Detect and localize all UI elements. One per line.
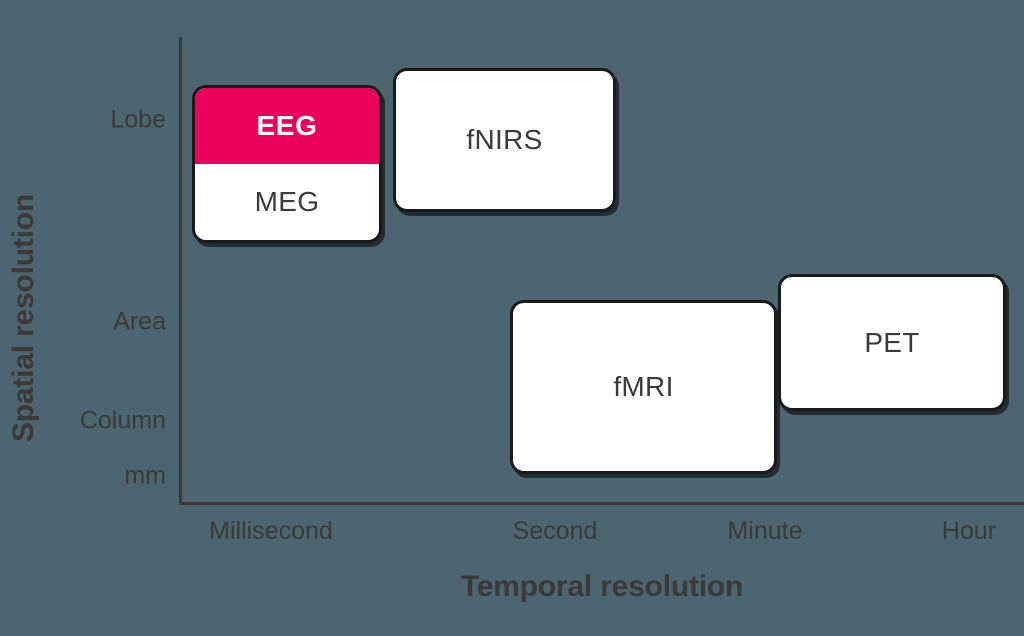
modality-box-fnirs[interactable]: fNIRS bbox=[393, 68, 616, 212]
modality-box-pet[interactable]: PET bbox=[778, 274, 1006, 411]
y-tick-mm: mm bbox=[124, 461, 166, 490]
y-axis-title: Spatial resolution bbox=[0, 0, 48, 636]
y-axis-line bbox=[179, 37, 182, 505]
modality-box-fmri[interactable]: fMRI bbox=[510, 300, 777, 474]
x-tick-hour: Hour bbox=[941, 517, 997, 545]
x-tick-second: Second bbox=[512, 517, 598, 545]
x-tick-minute: Minute bbox=[727, 517, 803, 545]
y-tick-lobe: Lobe bbox=[110, 105, 166, 134]
y-tick-area: Area bbox=[113, 307, 166, 336]
modality-box-eeg[interactable]: EEG bbox=[195, 88, 379, 164]
modality-label-pet: PET bbox=[864, 326, 920, 358]
modality-box-meg[interactable]: MEG bbox=[195, 164, 379, 240]
modality-label-fnirs: fNIRS bbox=[466, 124, 543, 155]
modality-label-eeg: EEG bbox=[256, 110, 318, 141]
x-axis-line bbox=[179, 502, 1024, 505]
modality-label-meg: MEG bbox=[254, 186, 320, 217]
x-axis-title: Temporal resolution bbox=[460, 570, 744, 603]
y-axis-title-text: Spatial resolution bbox=[7, 193, 41, 443]
modality-label-fmri: fMRI bbox=[613, 371, 674, 402]
modality-box-eeg-meg[interactable]: EEG MEG bbox=[192, 85, 382, 243]
y-tick-column: Column bbox=[79, 406, 166, 435]
x-tick-millisecond: Millisecond bbox=[209, 517, 333, 545]
